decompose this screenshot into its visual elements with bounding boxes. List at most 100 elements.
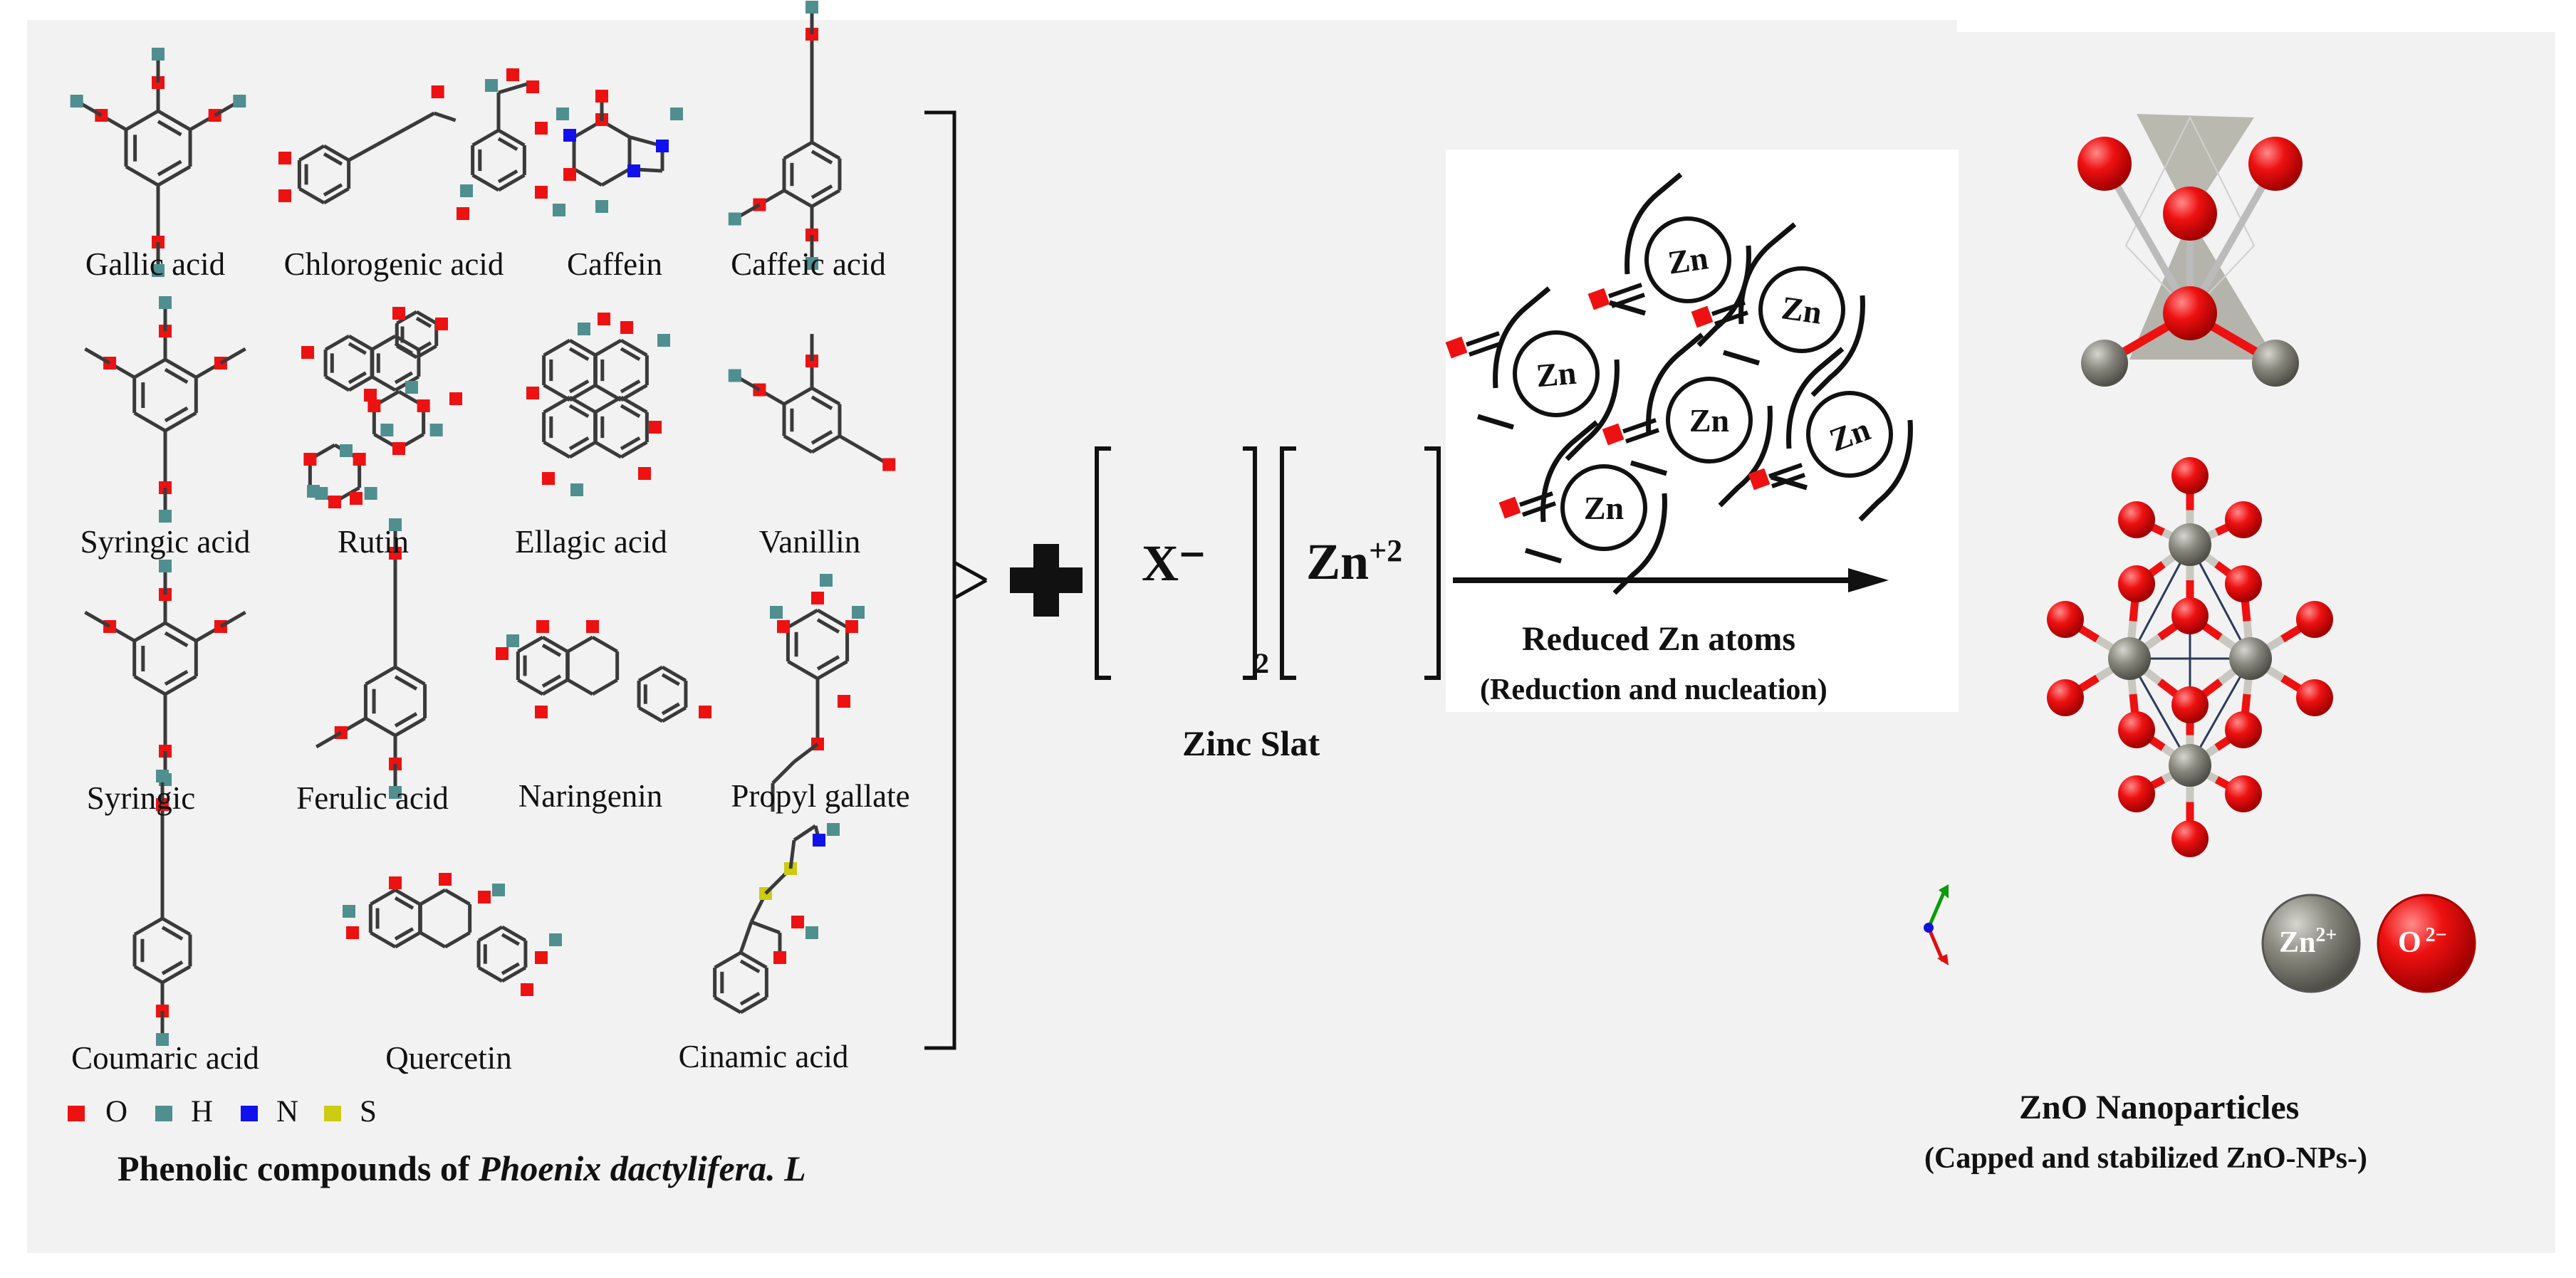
o-atom-sphere	[2225, 565, 2262, 602]
oxygen-square	[1587, 288, 1610, 310]
reduced-zn-subtitle: (Reduction and nucleation)	[1480, 674, 1827, 706]
o-atom-sphere	[2047, 601, 2084, 638]
zn-atom: Zn	[1602, 332, 1773, 508]
zno-nanoparticles-subtitle: (Capped and stabilized ZnO-NPs-)	[1924, 1142, 2367, 1175]
plus-icon	[1010, 544, 1083, 617]
axis-triad-icon	[1924, 884, 1949, 965]
salt-cation: Zn+2	[1306, 533, 1402, 592]
o-atom-sphere	[2118, 775, 2155, 812]
tetrahedron-face	[2137, 114, 2254, 217]
zn-atom-sphere	[2229, 637, 2272, 680]
o-atom-sphere	[2118, 501, 2155, 538]
salt-subscript: 2	[1255, 647, 1269, 679]
molecule-gallic-acid	[70, 48, 246, 277]
reaction-arrow-head	[1848, 568, 1889, 592]
molecule-ellagic-acid	[526, 313, 670, 496]
salt-brackets	[1095, 446, 1441, 680]
oxygen-square	[1748, 468, 1771, 491]
compounds-bracket	[924, 110, 956, 1050]
o-atom-sphere	[2225, 775, 2262, 812]
zn-atom: Zn	[1691, 222, 1865, 397]
zn-atom: Zn	[1498, 420, 1667, 595]
molecule-caffeic-acid	[728, 1, 842, 270]
compound-label-gallic-acid: Gallic acid	[85, 246, 226, 282]
phenolic-molecule-structures	[70, 1, 896, 1046]
legend-swatch-nitrogen	[241, 1106, 258, 1121]
legend-label-oxygen: O	[105, 1095, 128, 1128]
compound-label-naringenin: Naringenin	[518, 778, 663, 814]
molecule-naringenin	[496, 620, 711, 723]
legend-swatch-sulfur	[324, 1106, 341, 1121]
zn-ion-label: Zn2+	[2279, 924, 2337, 960]
zn-atom-sphere	[2169, 744, 2211, 787]
compound-label-ferulic-acid: Ferulic acid	[296, 780, 449, 816]
o-atom-sphere	[2296, 601, 2333, 638]
compound-label-cinamic-acid: Cinamic acid	[678, 1039, 849, 1074]
zn-atom: Zn	[1748, 347, 1913, 522]
compound-label-coumaric-acid: Coumaric acid	[71, 1040, 259, 1076]
zn-atom-label: Zn	[1780, 289, 1825, 330]
salt-cation-symbol: Zn	[1306, 533, 1370, 590]
o-ion-charge: 2−	[2425, 924, 2447, 946]
zn-atom-label: Zn	[1584, 490, 1624, 526]
o-atom-sphere	[2077, 137, 2132, 191]
o-atom-sphere	[2296, 679, 2333, 716]
compound-label-quercetin: Quercetin	[385, 1040, 512, 1076]
molecule-chlorogenic-acid	[278, 68, 565, 220]
oxygen-square	[1445, 336, 1468, 359]
reduced-zn-title: Reduced Zn atoms	[1522, 620, 1796, 658]
o-atom-sphere	[2171, 820, 2209, 857]
legend-swatch-hydrogen	[155, 1106, 172, 1121]
o-atom-sphere	[2171, 686, 2209, 723]
o-atom-sphere	[2047, 679, 2084, 716]
zn-atom-sphere	[2108, 637, 2151, 680]
compound-label-caffein: Caffein	[566, 246, 663, 282]
o-atom-sphere	[2118, 711, 2155, 748]
molecule-caffein	[556, 90, 683, 213]
compound-label-chlorogenic-acid: Chlorogenic acid	[283, 246, 504, 282]
zn-atom: Zn	[1445, 286, 1620, 461]
legend-label-sulfur: S	[360, 1095, 377, 1128]
zn-atom: Zn	[1587, 172, 1751, 347]
o-atom-sphere	[2171, 457, 2209, 494]
molecule-rutin	[301, 307, 462, 508]
compound-label-vanillin: Vanillin	[758, 524, 861, 560]
zn-ion-symbol: Zn	[2279, 926, 2316, 959]
phenolic-title-prefix: Phenolic compounds of	[118, 1148, 479, 1188]
o-atom-sphere	[2163, 187, 2217, 241]
zn-atom-label: Zn	[1689, 402, 1729, 439]
o-atom-sphere	[2171, 597, 2209, 634]
zno-crystal-structure	[2047, 114, 2333, 857]
molecule-coumaric-acid	[132, 770, 192, 1046]
molecule-syringic	[84, 560, 246, 786]
phenolic-compounds-title: Phenolic compounds of Phoenix dactylifer…	[118, 1148, 806, 1189]
compound-label-rutin: Rutin	[337, 524, 410, 560]
zn-atom-label: Zn	[1535, 355, 1578, 394]
o-ion-icon	[2377, 894, 2476, 993]
zn-atom-label: Zn	[1666, 239, 1711, 281]
zinc-salt-label: Zinc Slat	[1182, 723, 1320, 763]
molecule-cinamic-acid	[713, 823, 840, 1015]
zn-atom-sphere	[2081, 340, 2128, 387]
bracket-point	[953, 560, 988, 600]
o-atom-sphere	[2163, 286, 2217, 340]
legend-label-nitrogen: N	[276, 1095, 299, 1128]
compound-label-syringic-acid: Syringic acid	[80, 524, 251, 560]
molecule-propyl-gallate	[770, 574, 865, 812]
compound-label-propyl-gallate: Propyl gallate	[731, 778, 910, 814]
phenolic-title-species: Phoenix dactylifera. L	[479, 1148, 806, 1188]
legend-swatch-oxygen	[68, 1106, 85, 1121]
zn-atom-sphere	[2252, 340, 2299, 387]
o-ion-symbol: O	[2398, 926, 2421, 959]
o-atom-sphere	[2225, 711, 2262, 748]
molecule-vanillin	[728, 334, 896, 471]
molecule-syringic-acid	[84, 296, 246, 523]
oxygen-square	[1602, 423, 1625, 446]
compound-label-ellagic-acid: Ellagic acid	[515, 524, 667, 560]
zno-nanoparticles-title: ZnO Nanoparticles	[2019, 1089, 2300, 1126]
salt-anion: X⁻	[1142, 535, 1206, 592]
molecule-quercetin	[343, 873, 562, 996]
